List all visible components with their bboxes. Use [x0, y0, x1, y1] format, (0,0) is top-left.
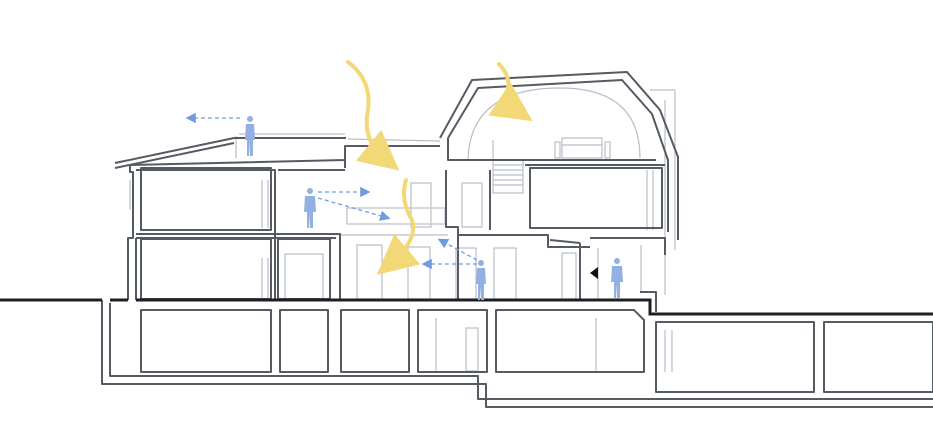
entrance-marker-icon: [590, 267, 598, 279]
basement-room: [340, 309, 410, 373]
basement-room: [140, 309, 272, 373]
person-silhouette-icon: [245, 116, 255, 156]
basement-room: [279, 309, 329, 373]
ground-line: [0, 298, 933, 316]
air-arrow: [437, 238, 478, 261]
daylight-arrow: [376, 178, 421, 275]
door: [356, 244, 383, 300]
door: [410, 182, 432, 228]
daylight-arrow: [346, 60, 400, 171]
air-arrow: [317, 197, 391, 221]
door: [493, 247, 517, 300]
gable-roof: [439, 71, 679, 240]
person-silhouette-icon: [304, 188, 316, 228]
interior-thin-lines: [109, 87, 676, 375]
person-silhouette-icon: [476, 260, 486, 300]
people: [245, 116, 623, 300]
left-roof: [114, 137, 346, 164]
vault: [467, 87, 641, 161]
stair: [492, 140, 524, 194]
door: [461, 182, 483, 228]
slab-ground: [136, 233, 341, 300]
door: [465, 327, 479, 372]
first-floor-room: [529, 167, 663, 229]
door: [561, 252, 577, 300]
daylight-arrows: [346, 60, 533, 275]
airflow-arrows: [185, 112, 478, 270]
person-silhouette-icon: [611, 258, 623, 298]
basement-outline: [101, 300, 933, 408]
daylight-arrow: [488, 62, 533, 122]
door: [407, 246, 431, 300]
ground-floor-room: [277, 238, 331, 300]
table: [561, 137, 603, 159]
atrium-right-wall: [445, 170, 590, 248]
basement-room: [823, 321, 933, 393]
first-floor-room: [140, 167, 272, 231]
section-walls: [101, 71, 933, 408]
door: [284, 253, 324, 300]
basement-room: [655, 321, 815, 393]
ground-floor-room: [140, 238, 272, 300]
basement-room: [495, 309, 645, 373]
left-exterior-wall: [127, 165, 134, 300]
basement-room: [417, 309, 488, 373]
